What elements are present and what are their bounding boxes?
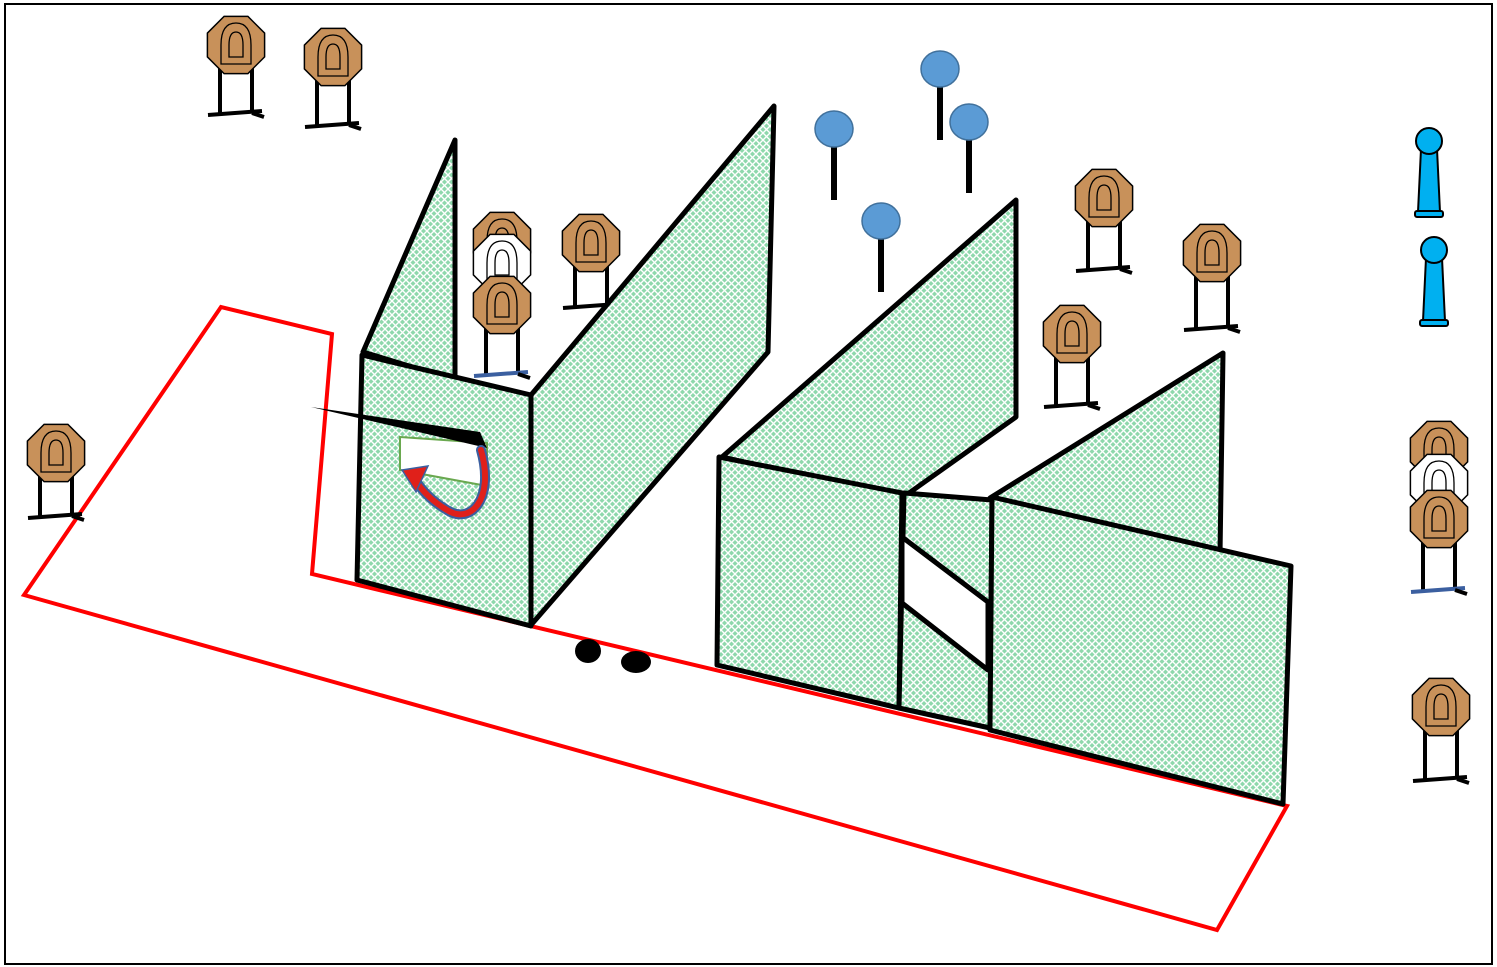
target-stand [1412, 727, 1470, 785]
wall-right-front-panel-b [987, 494, 1294, 807]
popper-icon [1414, 127, 1444, 218]
octagon-target-icon [1411, 677, 1471, 785]
curved-arrow-icon [400, 445, 491, 520]
no-shoot-target-icon [472, 233, 532, 293]
stacked-target-icon [472, 211, 532, 380]
door-opening [899, 534, 991, 673]
steel-plate-icon [949, 103, 989, 193]
octagon-target-icon [472, 275, 532, 335]
wall-left-group [311, 103, 777, 629]
octagon-target-icon [1182, 223, 1242, 334]
octagon-target-icon [26, 423, 86, 522]
wall-left-back-panel [360, 137, 458, 383]
target-stand [27, 473, 85, 522]
wall-right-group [714, 197, 1294, 807]
wall-right-front-panel-a [714, 454, 905, 711]
fault-line [20, 304, 1291, 933]
octagon-target-icon [303, 27, 363, 131]
target-stand [304, 77, 362, 131]
steel-plate-icon [814, 110, 854, 200]
popper-icon [1419, 236, 1449, 327]
target-stand [1183, 273, 1241, 334]
start-marks-icon [575, 639, 651, 673]
paper-target-head [1074, 168, 1134, 228]
octagon-target-icon [1409, 489, 1469, 549]
octagon-target-icon [206, 15, 266, 119]
steel-plate-icon [920, 50, 960, 140]
paper-target-head [303, 27, 363, 87]
paper-target-head [206, 15, 266, 75]
port-shelf [311, 407, 487, 448]
paper-target-head [1042, 304, 1102, 364]
target-stand [473, 325, 531, 380]
paper-target-head [1182, 223, 1242, 283]
octagon-target-icon [1074, 168, 1134, 275]
target-stand [1075, 218, 1133, 275]
paper-target-head [1411, 677, 1471, 737]
octagon-target-icon [561, 213, 621, 312]
stacked-target-icon [1409, 420, 1469, 596]
octagon-target-icon [1042, 304, 1102, 411]
wall-left-front-panel [354, 352, 534, 629]
paper-target-head [26, 423, 86, 483]
target-stand [1043, 354, 1101, 411]
steel-plate-icon [861, 202, 901, 292]
paper-target-head [561, 213, 621, 273]
target-stand [207, 65, 265, 119]
frame-border [4, 3, 1493, 965]
target-stand [1410, 539, 1468, 596]
